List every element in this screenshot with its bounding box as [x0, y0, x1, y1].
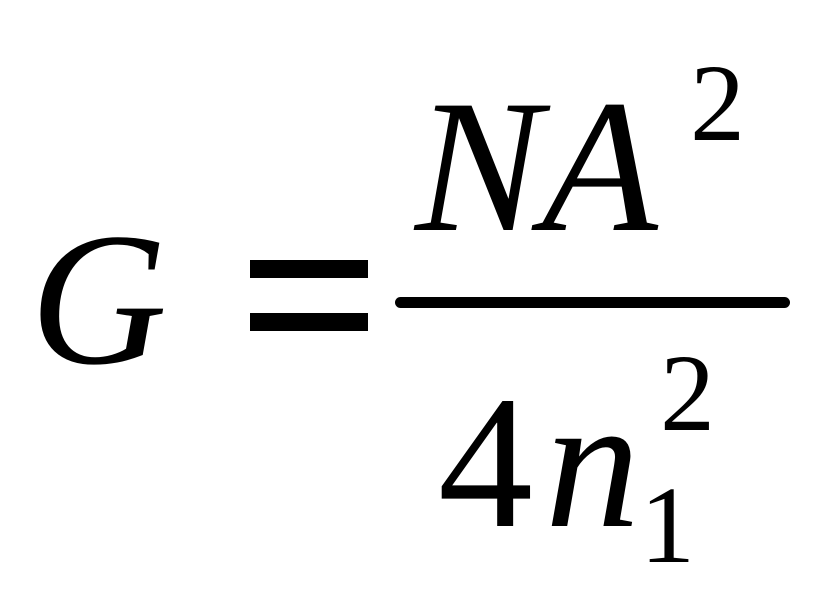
fraction-bar	[395, 297, 790, 308]
equals-bar-bottom	[250, 313, 368, 331]
denominator-coefficient: 4	[438, 358, 533, 568]
denominator-superscript: 2	[660, 332, 715, 454]
denominator-variable: n	[545, 358, 640, 568]
numerator-superscript: 2	[690, 42, 745, 164]
numerator-base: NA	[415, 62, 658, 272]
denominator-subscript: 1	[640, 464, 695, 586]
lhs-variable: G	[30, 195, 168, 405]
equals-bar-top	[250, 260, 368, 278]
